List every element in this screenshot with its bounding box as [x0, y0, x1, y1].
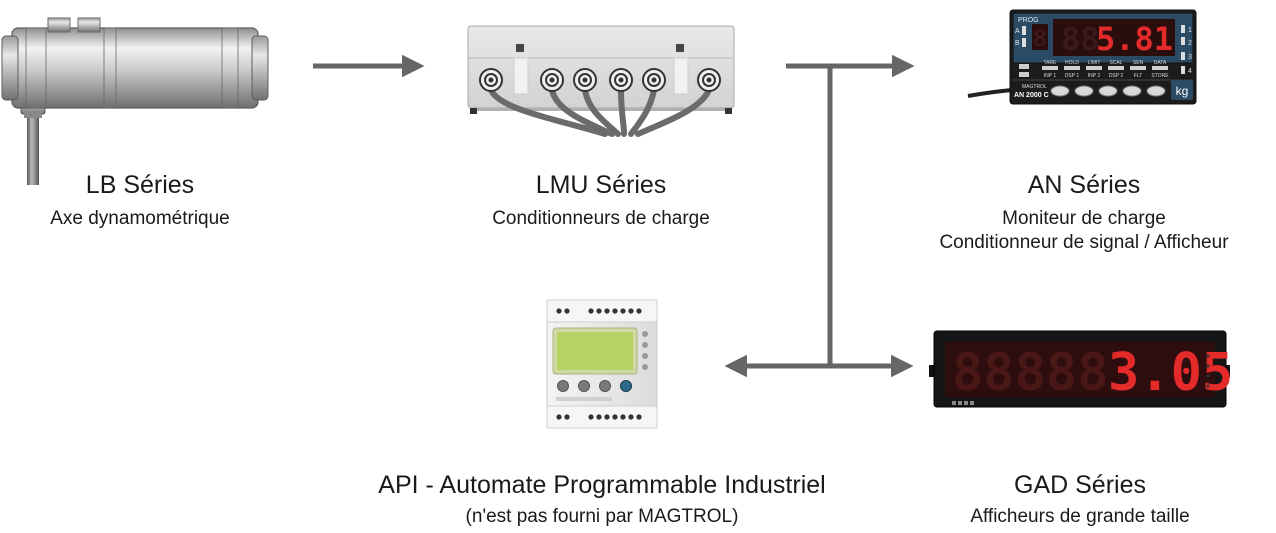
- an-key-scal: SCAL: [1109, 60, 1122, 66]
- an-led-label-b: B: [1015, 40, 1020, 47]
- an-relay-leds: 1 2 3 4: [1181, 25, 1192, 75]
- gad-display-value: 3.05: [1108, 343, 1233, 403]
- an-subtitle-line1: Moniteur de charge: [1002, 208, 1166, 229]
- gad-subtitle: Afficheurs de grande taille: [970, 506, 1190, 527]
- an-label-group: AN Séries Moniteur de charge Conditionne…: [896, 170, 1272, 255]
- an-unit-label: kg: [1176, 84, 1189, 98]
- an-model-label: AN 2000 C: [1014, 92, 1049, 99]
- gad-label-group: GAD Séries Afficheurs de grande taille: [930, 470, 1230, 529]
- an-key-inp1: INP 1: [1044, 73, 1057, 79]
- an-led-label-a: A: [1015, 28, 1020, 35]
- an-key-dsp1: DSP 1: [1065, 73, 1080, 79]
- an-relay-3: 3: [1188, 54, 1192, 61]
- gad-title: GAD Séries: [1014, 471, 1146, 499]
- an-nav-buttons: [1050, 85, 1166, 97]
- gad-large-display-image: 88888 3.05: [929, 330, 1233, 408]
- lb-label-group: LB Séries Axe dynamométrique: [20, 170, 260, 231]
- svg-text:8: 8: [1033, 27, 1046, 52]
- an-key-data: DATA: [1154, 60, 1167, 66]
- svg-text:88: 88: [1061, 20, 1100, 58]
- plc-buttons: [557, 380, 632, 392]
- plc-label-group: API - Automate Programmable Industriel (…: [330, 470, 874, 529]
- an-subtitle-line2: Conditionneur de signal / Afficheur: [939, 232, 1229, 253]
- an-key-store: STORE: [1151, 73, 1169, 79]
- connection-arrows: [313, 54, 915, 378]
- an-display-value: 5.81: [1096, 20, 1173, 58]
- lb-title: LB Séries: [85, 171, 195, 199]
- lmu-title: LMU Séries: [535, 171, 667, 199]
- an-prog-label: PROG: [1018, 17, 1039, 24]
- an-title: AN Séries: [1027, 171, 1141, 199]
- an-key-tare: TARE: [1044, 60, 1058, 66]
- lb-subtitle: Axe dynamométrique: [50, 208, 230, 229]
- plc-device-image: [546, 299, 658, 429]
- an-key-limit: LIMIT: [1088, 60, 1101, 66]
- an-relay-4: 4: [1188, 68, 1192, 75]
- an-key-inp2: INP 2: [1088, 73, 1101, 79]
- an-key-flt: FLT: [1134, 73, 1143, 79]
- svg-text:88888: 88888: [952, 343, 1109, 403]
- lmu-label-group: LMU Séries Conditionneurs de charge: [451, 170, 751, 231]
- an-panel-meter-image: 8 88 5.81 PROG A B 1 2 3 4 TARE HOLD LIM…: [967, 9, 1197, 105]
- plc-title: API - Automate Programmable Industriel: [378, 471, 826, 499]
- an-key-sen: SEN: [1133, 60, 1144, 66]
- cable-glands: [479, 68, 721, 92]
- an-relay-1: 1: [1188, 27, 1192, 34]
- lb-load-pin-image: [1, 17, 269, 185]
- an-key-hold: HOLD: [1065, 60, 1079, 66]
- lmu-conditioner-image: [467, 25, 735, 137]
- an-function-keys: TARE HOLD LIMIT SCAL SEN DATA INP 1 DSP …: [1019, 60, 1169, 79]
- lmu-subtitle: Conditionneurs de charge: [492, 208, 710, 229]
- an-brand-label: MAGTROL: [1022, 84, 1047, 90]
- an-key-dsp2: DSP 2: [1109, 73, 1124, 79]
- plc-subtitle: (n'est pas fourni par MAGTROL): [465, 506, 739, 527]
- an-relay-2: 2: [1188, 40, 1192, 47]
